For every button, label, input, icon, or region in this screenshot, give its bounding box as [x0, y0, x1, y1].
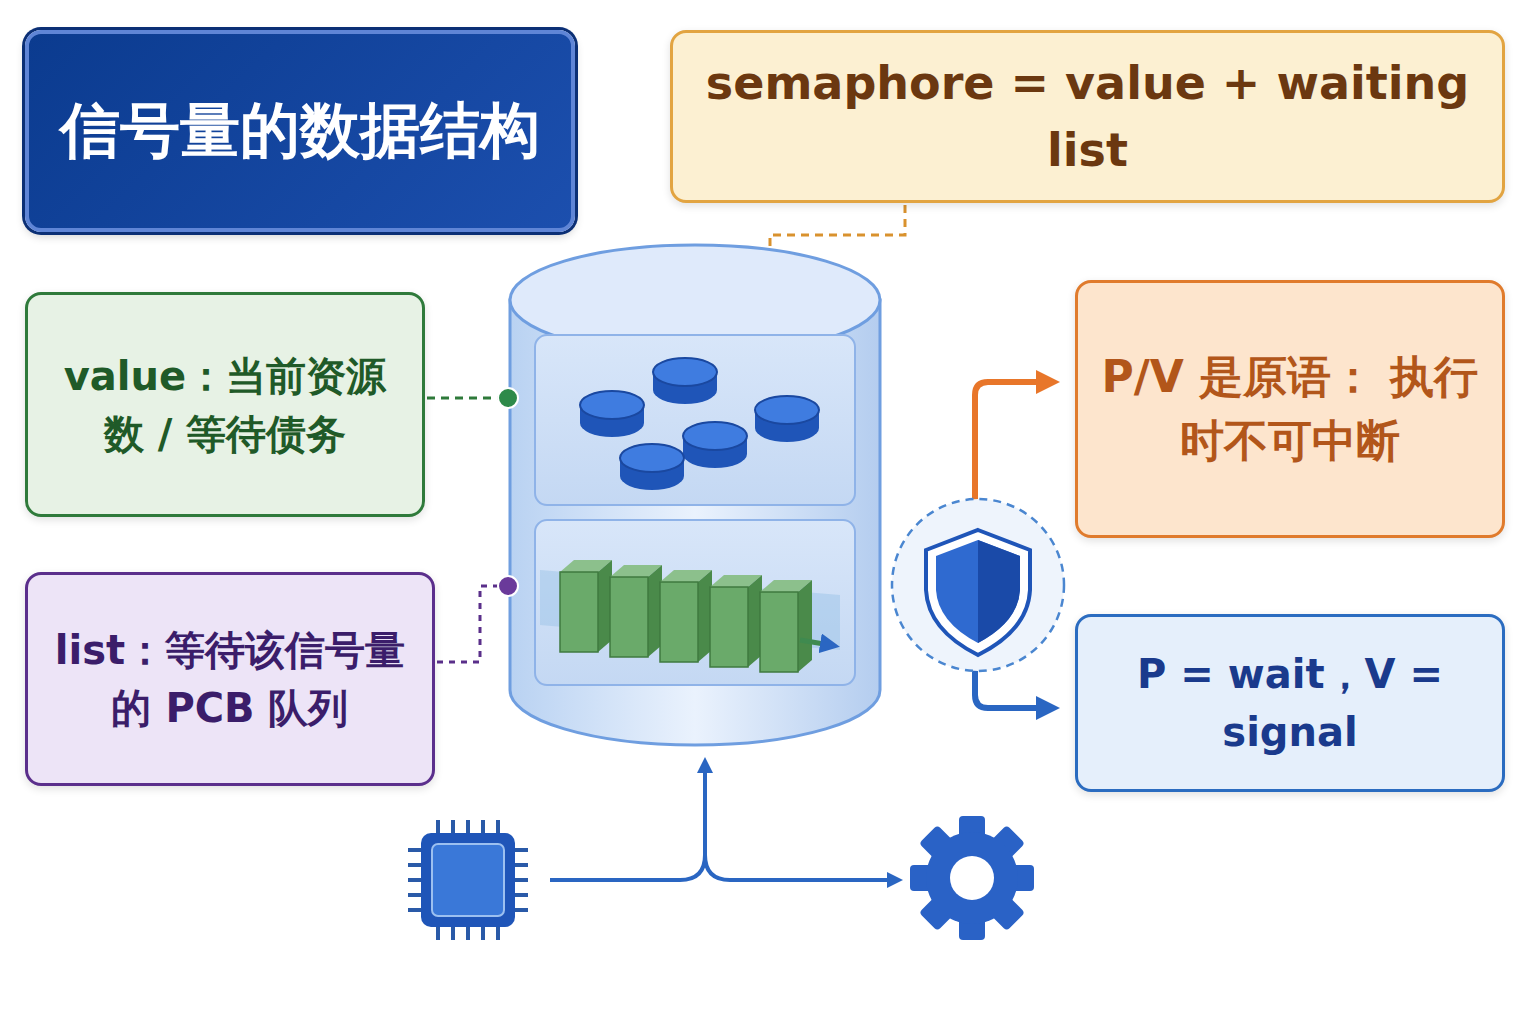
title-text: 信号量的数据结构 — [60, 91, 540, 172]
shield-shade — [978, 540, 1020, 643]
shield-ring — [892, 499, 1064, 671]
coin — [653, 358, 717, 404]
shield-fill — [936, 540, 1020, 643]
flow-wire — [550, 765, 705, 880]
formula-box: semaphore = value + waiting list — [670, 30, 1505, 203]
coin — [580, 391, 644, 437]
cylinder-body — [510, 300, 880, 745]
anchor-dot — [498, 576, 518, 596]
pcb-block — [610, 565, 662, 657]
queue-arrow — [800, 640, 830, 645]
coin — [683, 422, 747, 468]
shield-symbol — [926, 530, 1030, 655]
list-box: list：等待该信号量的 PCB 队列 — [25, 572, 435, 786]
pcb-block — [710, 575, 762, 667]
box-text: P = wait，V = signal — [1096, 645, 1484, 761]
leader-line — [427, 397, 508, 400]
pcb-queue — [540, 560, 840, 672]
box-text: value：当前资源数 / 等待债务 — [46, 347, 404, 463]
primitive-box: P/V 是原语： 执行时不可中断 — [1075, 280, 1505, 538]
coin — [620, 444, 684, 490]
anchor-dot — [498, 388, 518, 408]
coin — [755, 396, 819, 442]
resource-coins — [580, 358, 819, 490]
alias-box: P = wait，V = signal — [1075, 614, 1505, 792]
pcb-block — [660, 570, 712, 662]
value-panel — [535, 335, 855, 505]
box-text: list：等待该信号量的 PCB 队列 — [46, 621, 414, 737]
title-box: 信号量的数据结构 — [25, 30, 575, 232]
gear-symbol — [910, 816, 1034, 940]
leader-line — [437, 586, 508, 662]
box-text: semaphore = value + waiting list — [691, 50, 1484, 183]
cpu-chip — [408, 820, 528, 940]
semaphore-cylinder — [510, 245, 880, 745]
flow-wire — [705, 855, 895, 880]
pcb-block — [760, 580, 812, 672]
list-panel — [535, 520, 855, 685]
value-box: value：当前资源数 / 等待债务 — [25, 292, 425, 517]
box-text: P/V 是原语： 执行时不可中断 — [1096, 345, 1484, 473]
pcb-block — [560, 560, 612, 652]
